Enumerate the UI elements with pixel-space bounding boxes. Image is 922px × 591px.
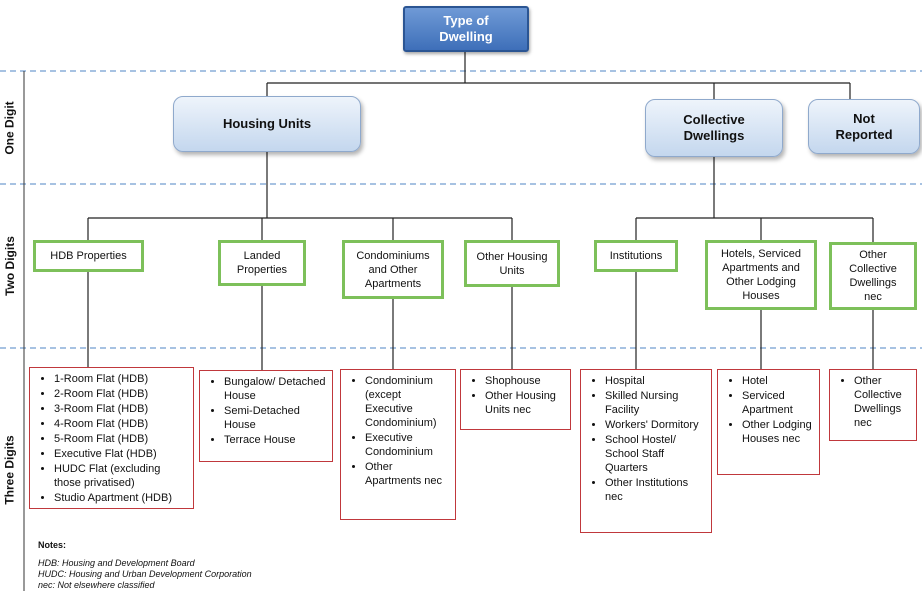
list-item: HUDC Flat (excluding those privatised) <box>54 462 187 490</box>
list-other-housing-types: Shophouse Other Housing Units nec <box>460 369 571 430</box>
list-item: 1-Room Flat (HDB) <box>54 372 187 386</box>
list-institution-types: Hospital Skilled Nursing Facility Worker… <box>580 369 712 533</box>
node-landed-properties: Landed Properties <box>218 240 306 286</box>
node-condominiums: Condominiums and Other Apartments <box>342 240 444 299</box>
list-item: 2-Room Flat (HDB) <box>54 387 187 401</box>
list-item: Hotel <box>742 374 813 388</box>
list-item: Workers' Dormitory <box>605 418 705 432</box>
list-item: School Hostel/ School Staff Quarters <box>605 433 705 475</box>
level-label-one-digit: One Digit <box>3 100 17 155</box>
list-item: Other Apartments nec <box>365 460 449 488</box>
list-hdb-types: 1-Room Flat (HDB) 2-Room Flat (HDB) 3-Ro… <box>29 367 194 509</box>
list-item: Hospital <box>605 374 705 388</box>
list-item: Shophouse <box>485 374 564 388</box>
notes-title: Notes: <box>38 540 67 550</box>
level-label-three-digits: Three Digits <box>3 434 18 505</box>
list-condominium-types: Condominium (except Executive Condominiu… <box>340 369 456 520</box>
list-hotel-types: Hotel Serviced Apartment Other Lodging H… <box>717 369 820 475</box>
node-type-of-dwelling: Type of Dwelling <box>403 6 529 52</box>
list-item: Other Institutions nec <box>605 476 705 504</box>
notes-section: Notes: HDB: Housing and Development Boar… <box>38 540 252 591</box>
note-item: HUDC: Housing and Urban Development Corp… <box>38 569 252 579</box>
list-item: 5-Room Flat (HDB) <box>54 432 187 446</box>
list-item: Executive Flat (HDB) <box>54 447 187 461</box>
list-landed-types: Bungalow/ Detached House Semi-Detached H… <box>199 370 333 462</box>
list-item: Studio Apartment (HDB) <box>54 491 187 505</box>
list-other-collective-types: Other Collective Dwellings nec <box>829 369 917 441</box>
node-collective-dwellings: Collective Dwellings <box>645 99 783 157</box>
level-label-two-digits: Two Digits <box>3 236 17 296</box>
list-item: Other Housing Units nec <box>485 389 564 417</box>
note-item: HDB: Housing and Development Board <box>38 558 195 568</box>
list-item: Other Lodging Houses nec <box>742 418 813 446</box>
node-other-housing-units: Other Housing Units <box>464 240 560 287</box>
node-other-collective-dwellings: Other Collective Dwellings nec <box>829 242 917 310</box>
list-item: Condominium (except Executive Condominiu… <box>365 374 449 430</box>
list-item: Semi-Detached House <box>224 404 326 432</box>
node-housing-units: Housing Units <box>173 96 361 152</box>
node-hdb-properties: HDB Properties <box>33 240 144 272</box>
list-item: 3-Room Flat (HDB) <box>54 402 187 416</box>
list-item: Bungalow/ Detached House <box>224 375 326 403</box>
node-institutions: Institutions <box>594 240 678 272</box>
list-item: Serviced Apartment <box>742 389 813 417</box>
list-item: Skilled Nursing Facility <box>605 389 705 417</box>
node-not-reported: Not Reported <box>808 99 920 154</box>
list-item: 4-Room Flat (HDB) <box>54 417 187 431</box>
list-item: Other Collective Dwellings nec <box>854 374 910 430</box>
list-item: Terrace House <box>224 433 326 447</box>
node-hotels-serviced-apartments: Hotels, Serviced Apartments and Other Lo… <box>705 240 817 310</box>
list-item: Executive Condominium <box>365 431 449 459</box>
note-item: nec: Not elsewhere classified <box>38 580 155 590</box>
